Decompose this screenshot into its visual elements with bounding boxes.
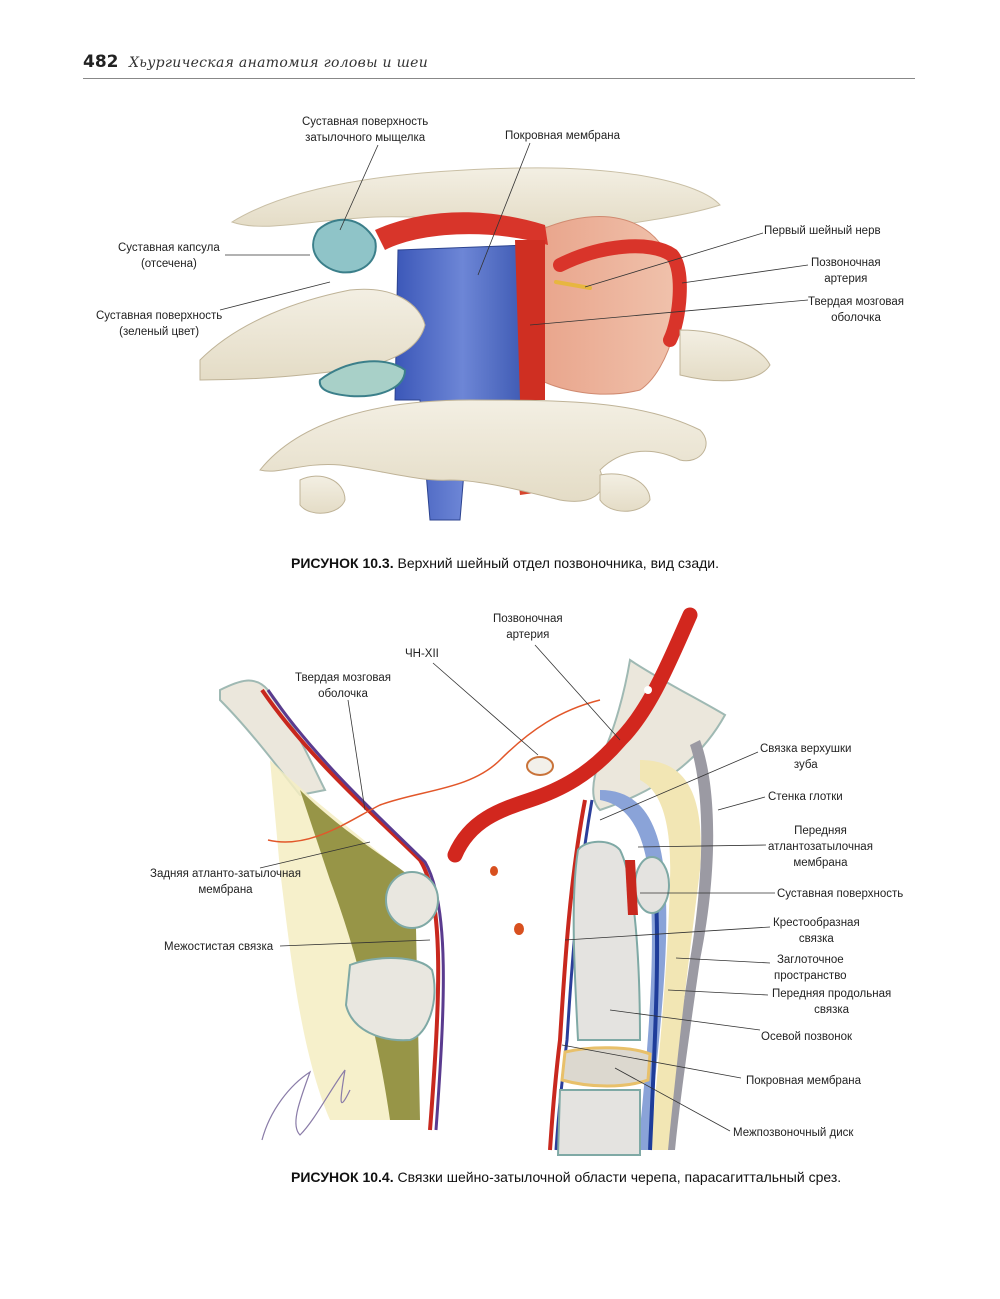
- label-condyle-surface: Суставная поверхность затылочного мыщелк…: [302, 114, 428, 146]
- label-cn-xii: ЧН-XII: [405, 648, 439, 660]
- label-line: оболочка: [318, 688, 368, 700]
- label-line: оболочка: [831, 312, 881, 324]
- label-line: Передняя продольная: [772, 988, 892, 1000]
- label-line: мембрана: [198, 884, 253, 896]
- label-line: связка: [814, 1004, 850, 1016]
- label-line: Суставная поверхность: [96, 310, 223, 322]
- figure-10-4-caption: РИСУНОК 10.4. Связки шейно-затылочной об…: [291, 1169, 841, 1185]
- label-line: атлантозатылочная: [768, 841, 873, 853]
- label-vertebral-artery-2: Позвоночная артерия: [493, 611, 563, 643]
- page-number: 482: [83, 52, 119, 72]
- label-dura-mater: Твердая мозговая оболочка: [808, 294, 904, 326]
- label-line: Позвоночная: [811, 257, 881, 269]
- label-vertebral-artery: Позвоночная артерия: [811, 255, 881, 287]
- label-line: пространство: [774, 970, 847, 982]
- label-axis-vertebra: Осевой позвонок: [761, 1031, 853, 1043]
- caption-text: Верхний шейный отдел позвоночника, вид с…: [393, 555, 719, 571]
- label-line: Суставная капсула: [118, 242, 220, 254]
- label-line: затылочного мыщелка: [305, 132, 426, 144]
- label-line: Связка верхушки: [760, 743, 852, 755]
- label-line: артерия: [824, 273, 868, 285]
- figure-10-3-caption: РИСУНОК 10.3. Верхний шейный отдел позво…: [291, 555, 719, 571]
- label-line: (отсечена): [140, 258, 197, 270]
- label-pharynx-wall: Стенка глотки: [768, 791, 843, 803]
- label-line: Позвоночная: [493, 613, 563, 625]
- label-line: мембрана: [793, 857, 848, 869]
- label-line: Заглоточное: [776, 954, 844, 966]
- label-posterior-atlanto-occipital-membrane: Задняя атланто-затылочная мембрана: [150, 866, 301, 898]
- label-joint-surface-2: Суставная поверхность: [777, 888, 904, 900]
- label-line: Передняя: [794, 825, 847, 837]
- caption-label: РИСУНОК 10.3.: [291, 555, 394, 571]
- caption-text: Связки шейно-затылочной области черепа, …: [393, 1169, 842, 1185]
- caption-label: РИСУНОК 10.4.: [291, 1169, 394, 1185]
- label-retropharyngeal-space: Заглоточное пространство: [774, 952, 847, 984]
- label-line: (зеленый цвет): [119, 326, 200, 338]
- running-title: Хьургическая анатомия головы и шеи: [129, 55, 429, 71]
- label-line: артерия: [506, 629, 550, 641]
- label-line: Суставная поверхность: [302, 116, 429, 128]
- label-anterior-longitudinal-ligament: Передняя продольная связка: [772, 986, 891, 1018]
- label-interspinous-ligament: Межостистая связка: [164, 941, 274, 953]
- label-line: Твердая мозговая: [808, 296, 904, 308]
- page-header: 482 Хьургическая анатомия головы и шеи: [83, 52, 915, 79]
- label-anterior-atlanto-occipital-membrane: Передняя атлантозатылочная мембрана: [768, 823, 873, 871]
- label-intervertebral-disc: Межпозвоночный диск: [733, 1127, 854, 1139]
- label-cruciform-ligament: Крестообразная связка: [773, 915, 860, 947]
- label-joint-capsule: Суставная капсула (отсечена): [118, 240, 220, 272]
- label-line: связка: [798, 933, 834, 945]
- label-apical-ligament: Связка верхушки зуба: [760, 741, 851, 773]
- label-dura-mater-2: Твердая мозговая оболочка: [295, 670, 391, 702]
- label-line: Крестообразная: [773, 917, 860, 929]
- label-first-cervical-nerve: Первый шейный нерв: [764, 225, 881, 237]
- label-tectorial-membrane-2: Покровная мембрана: [746, 1075, 861, 1087]
- label-tectorial-membrane: Покровная мембрана: [505, 130, 620, 142]
- label-line: зуба: [793, 759, 818, 771]
- label-joint-surface-green: Суставная поверхность (зеленый цвет): [96, 308, 222, 340]
- label-line: Твердая мозговая: [295, 672, 391, 684]
- label-line: Задняя атланто-затылочная: [150, 868, 301, 880]
